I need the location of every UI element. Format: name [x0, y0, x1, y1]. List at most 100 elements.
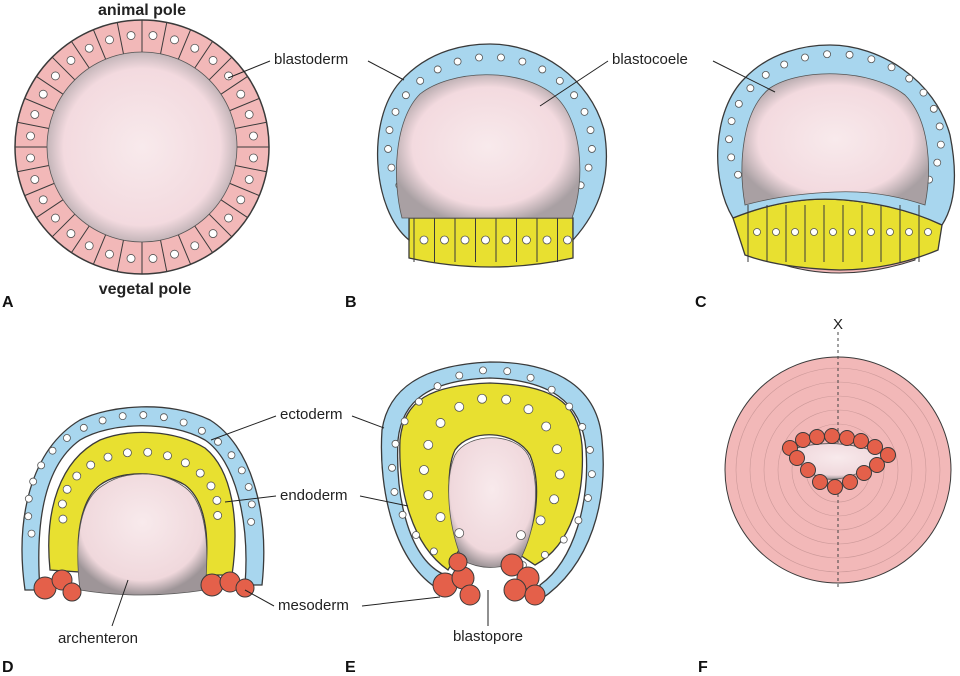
cell-nucleus [118, 412, 127, 421]
mesoderm-label: mesoderm [278, 597, 349, 614]
cell-nucleus [412, 531, 420, 539]
cell-nucleus [477, 393, 487, 404]
cell-boundary [194, 41, 213, 69]
ectoderm-leader-d [210, 415, 277, 441]
cell-nucleus [518, 57, 527, 66]
cell-boundary [235, 121, 267, 129]
cell-nucleus [791, 228, 799, 236]
cell-nucleus [887, 63, 896, 72]
cell-nucleus [84, 43, 94, 53]
cell-nucleus [391, 107, 400, 116]
cell-nucleus [433, 65, 442, 74]
cell-boundary [36, 199, 64, 218]
cell-nucleus [103, 452, 113, 462]
mesoderm-leader-d [244, 589, 275, 607]
cell-boundary [92, 234, 107, 265]
cell-nucleus [212, 495, 222, 505]
cell-boundary [71, 41, 90, 69]
cell-nucleus [905, 74, 914, 83]
cell-nucleus [924, 228, 932, 236]
cell-nucleus [244, 110, 254, 119]
cell-boundary [229, 97, 260, 112]
cell-nucleus [30, 110, 40, 119]
cell-nucleus [584, 163, 593, 172]
cell-nucleus [38, 195, 48, 205]
blastoderm-leader-a [227, 60, 271, 79]
cell-nucleus [123, 448, 132, 458]
archenteron-label: archenteron [58, 630, 138, 647]
cell-nucleus [753, 228, 761, 236]
panel-d-blue-ectoderm [21, 406, 265, 591]
cell-nucleus [586, 126, 595, 134]
cell-boundary [92, 29, 107, 60]
panel-e-cells [388, 366, 596, 570]
cell-nucleus [516, 530, 526, 541]
cell-nucleus [587, 145, 596, 153]
cell-boundary [17, 165, 49, 173]
mesoderm-cell [459, 584, 481, 606]
cell-nucleus [479, 366, 487, 375]
cell-boundary [177, 29, 192, 60]
cell-nucleus [180, 458, 190, 468]
cell-nucleus [84, 241, 94, 251]
panel-b-embryo [376, 43, 608, 268]
cell-nucleus [400, 417, 409, 426]
cell-nucleus [105, 249, 114, 259]
animal-pole-label: animal pole [98, 2, 186, 19]
cell-nucleus [829, 228, 837, 236]
panel-e-archenteron-cavity [448, 437, 536, 568]
cell-nucleus [58, 499, 67, 509]
axis-x-label: X [833, 316, 843, 333]
cell-nucleus [27, 529, 36, 538]
cell-nucleus [51, 213, 60, 223]
cell-nucleus [190, 43, 200, 53]
cell-nucleus [933, 158, 942, 167]
cell-boundary [36, 76, 64, 95]
panel-d-yellow-endoderm [48, 431, 236, 576]
cell-nucleus [227, 451, 236, 460]
panel-e-mesoderm-cells [432, 552, 546, 606]
mesoderm-cell [200, 573, 224, 597]
cell-nucleus [390, 488, 399, 496]
cell-nucleus [584, 494, 592, 502]
cell-nucleus [460, 235, 470, 245]
cell-nucleus [578, 423, 587, 431]
cell-nucleus [419, 235, 429, 245]
cell-boundary [235, 165, 267, 173]
cell-nucleus [63, 434, 71, 442]
cell-nucleus [905, 228, 913, 236]
cell-nucleus [388, 463, 396, 472]
cell-nucleus [415, 397, 423, 406]
cell-nucleus [570, 91, 579, 100]
panel-label-f: F [698, 659, 708, 676]
panel-label-c: C [695, 294, 707, 311]
cell-nucleus [66, 229, 76, 238]
cell-nucleus [559, 535, 568, 544]
cell-nucleus [535, 515, 546, 526]
panel-b-blastocoele-cavity [396, 74, 581, 219]
cell-nucleus [549, 494, 560, 505]
mesoderm-cell [824, 428, 840, 444]
cell-nucleus [48, 446, 57, 455]
blastocoele-leader-c [712, 60, 776, 93]
panel-f-mesoderm-ring [782, 428, 896, 495]
cell-nucleus [586, 446, 594, 454]
cell-nucleus [435, 512, 446, 522]
panel-d-mesoderm-cells [33, 569, 255, 602]
cell-nucleus [247, 500, 256, 509]
panel-e-embryo [380, 361, 604, 606]
cell-nucleus [126, 254, 136, 263]
cell-nucleus [190, 241, 200, 251]
mesoderm-cell [448, 552, 468, 572]
panel-c-cells [725, 50, 945, 262]
cell-nucleus [398, 510, 407, 519]
cell-nucleus [213, 511, 223, 520]
cell-nucleus [453, 57, 462, 66]
cell-nucleus [574, 516, 583, 525]
cell-nucleus [886, 228, 894, 236]
cell-nucleus [475, 53, 483, 62]
blastoderm-leader-b [367, 60, 405, 81]
cell-nucleus [810, 228, 818, 236]
cell-nucleus [206, 481, 216, 491]
